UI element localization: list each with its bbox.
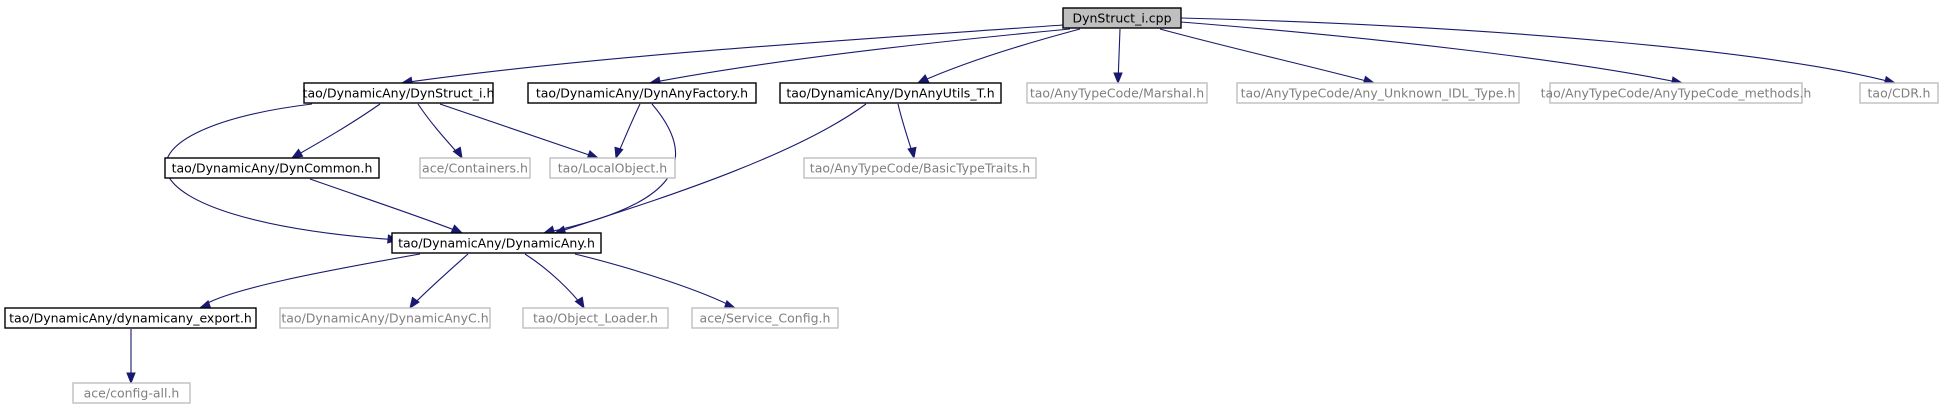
node-factory[interactable]: tao/DynamicAny/DynAnyFactory.h xyxy=(527,82,757,104)
edge-line xyxy=(917,28,1081,84)
edge-root-to-factory xyxy=(648,28,1071,86)
node-label: tao/CDR.h xyxy=(1868,86,1931,101)
node-box xyxy=(4,307,257,329)
node-box xyxy=(549,157,676,179)
edge-line xyxy=(1180,21,1683,84)
node-methods: tao/AnyTypeCode/AnyTypeCode_methods.h xyxy=(1541,82,1812,104)
node-basictraits: tao/AnyTypeCode/BasicTypeTraits.h xyxy=(803,157,1037,179)
arrowhead-icon xyxy=(1113,72,1123,85)
node-containers: ace/Containers.h xyxy=(419,157,531,179)
node-dynamicanyc: tao/DynamicAny/DynamicAnyC.h xyxy=(279,307,491,329)
edge-factory-to-localobject xyxy=(614,103,641,160)
node-svcconfig: ace/Service_Config.h xyxy=(691,307,839,329)
edge-root-to-cdr xyxy=(1180,17,1897,86)
edge-line xyxy=(199,253,421,309)
node-label: tao/AnyTypeCode/Any_Unknown_IDL_Type.h xyxy=(1241,86,1516,101)
node-unknown: tao/AnyTypeCode/Any_Unknown_IDL_Type.h xyxy=(1236,82,1520,104)
node-box xyxy=(691,307,839,329)
node-box xyxy=(803,157,1037,179)
arrowhead-icon xyxy=(907,146,917,160)
node-label: tao/DynamicAny/dynamicany_export.h xyxy=(9,311,252,326)
edge-export-to-configall xyxy=(126,329,136,385)
edge-line xyxy=(309,178,463,234)
node-label: tao/Object_Loader.h xyxy=(533,311,658,326)
node-box xyxy=(419,157,531,179)
node-label: tao/DynamicAny/DynAnyFactory.h xyxy=(536,86,748,101)
edge-line xyxy=(401,24,1064,84)
node-label: tao/DynamicAny/DynamicAny.h xyxy=(398,236,595,251)
edge-utils-to-basictraits xyxy=(897,103,917,160)
arrowhead-icon xyxy=(452,146,463,160)
edge-line xyxy=(1180,17,1896,84)
edge-dynstruct-to-localobject xyxy=(439,103,600,160)
node-label: tao/AnyTypeCode/Marshal.h xyxy=(1030,86,1204,101)
node-label: ace/Containers.h xyxy=(422,161,528,176)
node-dynamicany[interactable]: tao/DynamicAny/DynamicAny.h xyxy=(391,232,602,254)
node-cdr: tao/CDR.h xyxy=(1859,82,1939,104)
node-export[interactable]: tao/DynamicAny/dynamicany_export.h xyxy=(4,307,257,329)
node-box xyxy=(527,82,757,104)
arrowhead-icon xyxy=(614,146,624,160)
arrowhead-icon xyxy=(126,372,136,385)
edge-line xyxy=(439,103,599,159)
node-marshal: tao/AnyTypeCode/Marshal.h xyxy=(1026,82,1208,104)
node-configall: ace/config-all.h xyxy=(72,382,191,404)
node-box xyxy=(279,307,491,329)
edge-line xyxy=(291,103,381,159)
arrowhead-icon xyxy=(409,296,420,310)
node-localobject: tao/LocalObject.h xyxy=(549,157,676,179)
edge-line xyxy=(409,253,469,309)
edge-line xyxy=(1159,28,1375,84)
node-box xyxy=(164,157,380,179)
edge-dynamicany-to-dynamicanyc xyxy=(409,253,469,310)
edges-layer xyxy=(126,17,1897,385)
node-label: tao/LocalObject.h xyxy=(558,161,667,176)
node-dyncommon[interactable]: tao/DynamicAny/DynCommon.h xyxy=(164,157,380,179)
edge-line xyxy=(574,253,736,309)
node-utils[interactable]: tao/DynamicAny/DynAnyUtils_T.h xyxy=(779,82,1002,104)
arrowhead-icon xyxy=(290,148,304,159)
node-box xyxy=(1859,82,1939,104)
node-root[interactable]: DynStruct_i.cpp xyxy=(1062,7,1182,29)
node-box xyxy=(1236,82,1520,104)
node-box xyxy=(522,307,669,329)
node-label: ace/Service_Config.h xyxy=(700,311,831,326)
node-box xyxy=(1062,7,1182,29)
node-box xyxy=(779,82,1002,104)
node-label: tao/DynamicAny/DynAnyUtils_T.h xyxy=(786,86,994,101)
node-label: tao/DynamicAny/DynStruct_i.h xyxy=(303,86,495,101)
edge-line xyxy=(554,103,867,234)
node-objloader: tao/Object_Loader.h xyxy=(522,307,669,329)
edge-dynstruct-to-dyncommon xyxy=(290,103,381,159)
arrowhead-icon xyxy=(574,296,585,310)
edge-root-to-unknown xyxy=(1159,28,1376,85)
edge-line xyxy=(524,253,585,309)
node-box xyxy=(303,82,494,104)
edge-dyncommon-to-dynamicany xyxy=(309,178,464,234)
edge-utils-to-dynamicany xyxy=(553,103,867,235)
node-label: tao/AnyTypeCode/BasicTypeTraits.h xyxy=(810,161,1030,176)
edge-dynamicany-to-objloader xyxy=(524,253,585,310)
arrowhead-icon xyxy=(450,224,464,234)
node-dynstruct[interactable]: tao/DynamicAny/DynStruct_i.h xyxy=(303,82,495,104)
node-label: ace/config-all.h xyxy=(84,386,180,401)
edge-root-to-utils xyxy=(916,28,1081,84)
nodes-layer: DynStruct_i.cpp tao/DynamicAny/DynStruct_… xyxy=(4,7,1939,404)
edge-dynamicany-to-svcconfig xyxy=(574,253,737,310)
arrowhead-icon xyxy=(916,74,930,84)
edge-dynamicany-to-export xyxy=(198,253,421,310)
node-label: tao/DynamicAny/DynamicAnyC.h xyxy=(281,311,488,326)
node-box xyxy=(391,232,602,254)
node-box xyxy=(1549,82,1803,104)
node-label: DynStruct_i.cpp xyxy=(1072,11,1171,26)
edge-root-to-marshal xyxy=(1113,28,1123,85)
edge-line xyxy=(649,28,1071,84)
node-label: tao/AnyTypeCode/AnyTypeCode_methods.h xyxy=(1541,86,1812,101)
edge-root-to-dynstruct xyxy=(400,24,1064,86)
node-box xyxy=(1026,82,1208,104)
edge-dynstruct-to-containers xyxy=(417,103,463,160)
node-label: tao/DynamicAny/DynCommon.h xyxy=(172,161,373,176)
node-box xyxy=(72,382,191,404)
